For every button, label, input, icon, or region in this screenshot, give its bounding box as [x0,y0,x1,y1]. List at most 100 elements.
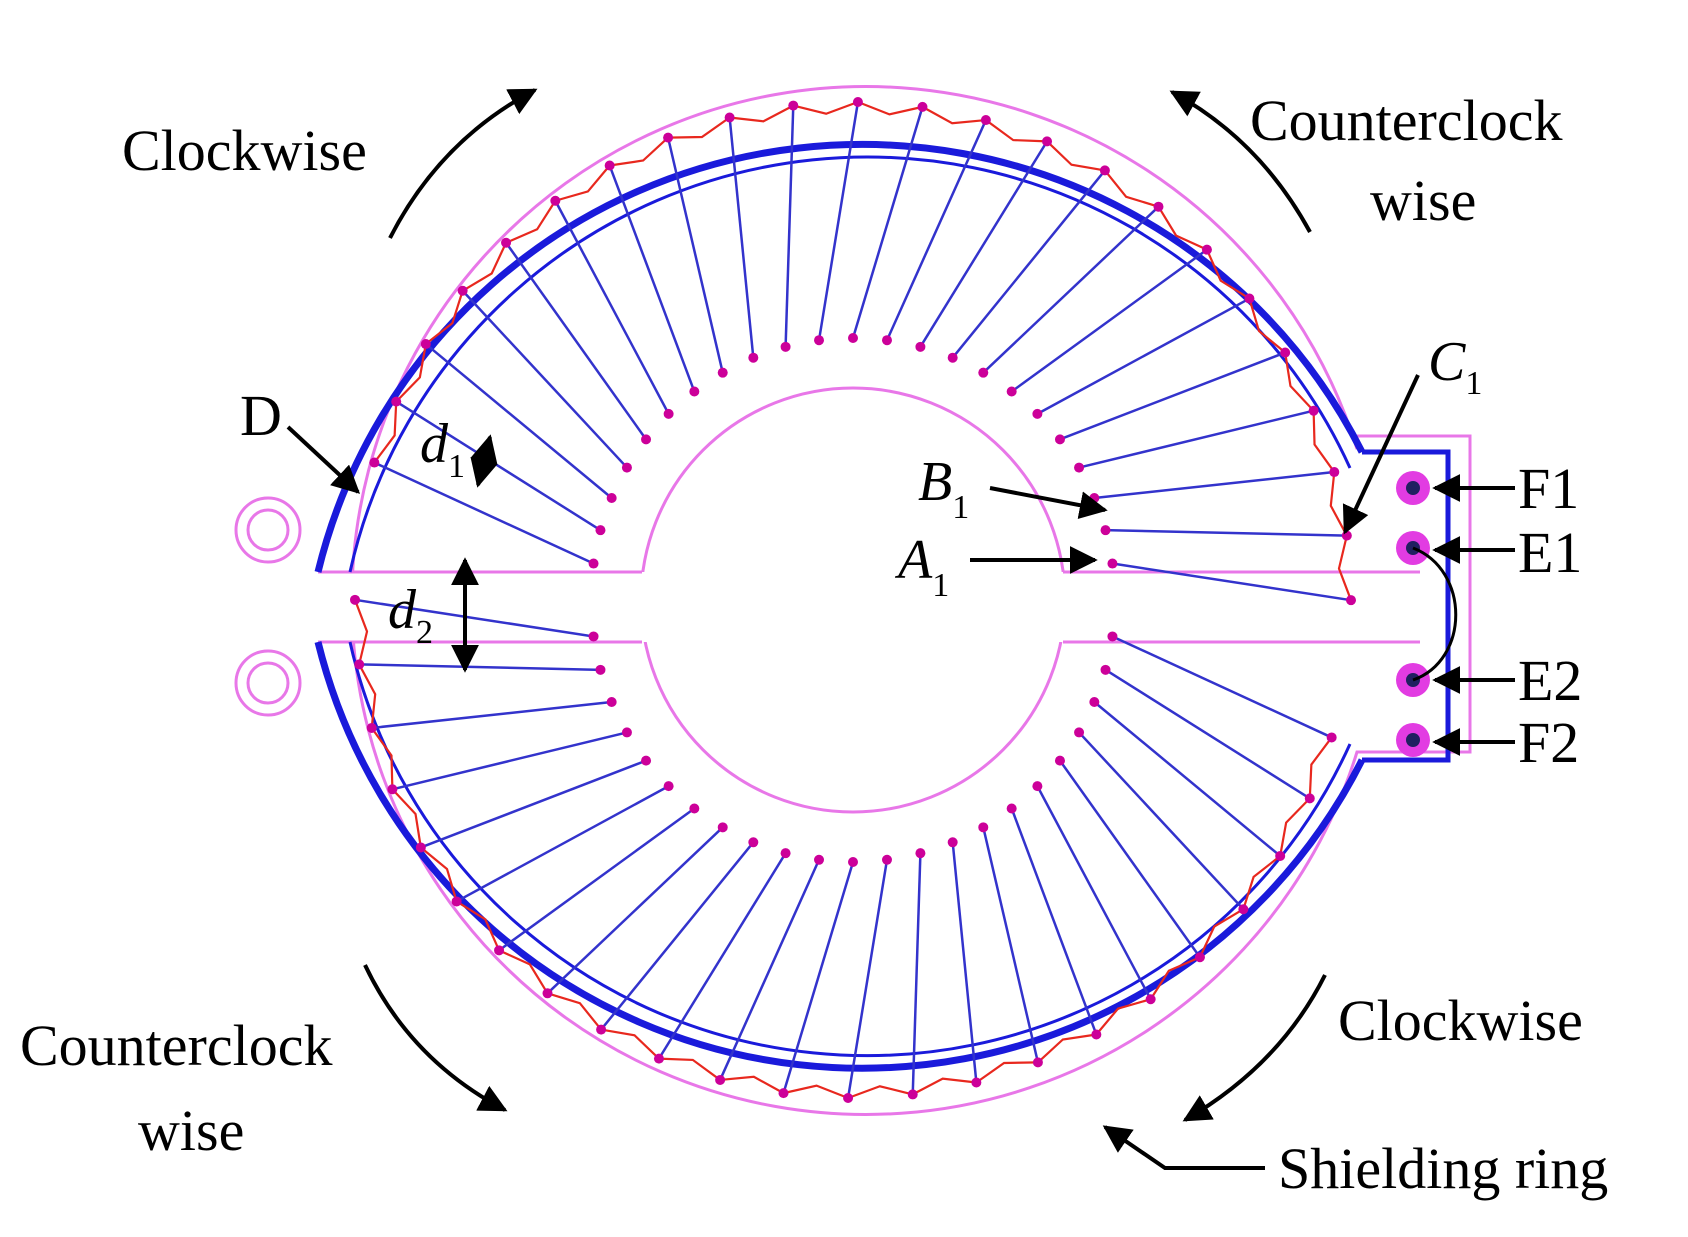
top-inner-via-5 [641,434,652,445]
top-outer-via-1 [369,457,380,468]
pointer-arrows [286,374,1515,1170]
bottom-outer-via-14 [907,1089,918,1100]
bottom-inner-via-7 [689,803,700,814]
top-inner-via-10 [780,341,791,352]
shielding-ring-top-inner [348,155,1352,573]
bottom-inner-via-21 [1089,696,1100,707]
top-outer-via-17 [1201,244,1212,255]
top-return-7 [609,136,669,167]
bottom-inner-via-18 [1032,781,1043,792]
top-return-16 [1157,206,1208,251]
bottom-trace-11 [718,859,821,1081]
coil-bottom-half [350,594,1337,1103]
bottom-return-10 [658,1057,721,1081]
arrow-counterclockwise-bottom [363,964,508,1112]
bottom-trace-12 [782,861,855,1094]
top-inner-via-1 [588,558,599,569]
bottom-inner-via-14 [915,848,926,859]
bottom-inner-via-23 [1107,631,1118,642]
bottom-outer-via-17 [1091,1029,1102,1040]
top-inner-via-3 [606,493,617,504]
bottom-outer-via-2 [354,659,365,670]
bottom-return-9 [600,1028,660,1060]
top-trace-16 [982,205,1160,374]
top-outer-via-23 [1346,595,1356,606]
bottom-return-4 [391,788,422,848]
bottom-outer-via-16 [1032,1057,1043,1068]
top-trace-20 [1078,409,1314,469]
bottom-return-19 [1198,908,1244,958]
mount-hole-bottom-inner [246,661,290,705]
label-counterclockwise-top-2: wise [1370,168,1476,233]
bottom-return-5 [420,846,458,902]
top-trace-23 [1112,562,1352,602]
bottom-inner-via-10 [780,848,791,859]
label-d1: d1 [420,413,465,485]
bottom-inner-via-13 [881,854,892,865]
mount-hole-bottom [234,649,302,717]
top-return-3 [425,290,464,345]
top-outer-via-14 [1042,136,1053,147]
bottom-outer-via-21 [1275,850,1286,861]
bottom-outer-via-7 [494,945,505,956]
top-trace-3 [425,343,613,499]
bottom-inner-via-5 [641,755,652,766]
pointer-b1 [989,486,1108,520]
bottom-trace-23 [1111,635,1333,739]
top-trace-17 [1010,248,1208,393]
top-inner-via-18 [1032,408,1043,419]
bottom-inner-via-4 [621,727,632,738]
bottom-inner-via-6 [663,781,674,792]
pad-f1-core [1406,481,1420,495]
label-a1: A1 [894,529,949,604]
top-trace-7 [608,165,696,392]
top-return-22 [1337,535,1353,601]
top-return-14 [1046,140,1106,172]
top-return-15 [1104,169,1159,208]
top-outer-via-20 [1308,405,1319,416]
bottom-trace-20 [1078,731,1245,911]
top-outer-via-18 [1244,293,1255,304]
mount-hole-top [234,496,302,564]
bottom-return-13 [847,1085,913,1100]
shielding-ring-bottom [314,641,1366,1072]
pointer-c1 [1342,374,1420,535]
bottom-trace-3 [371,700,612,730]
label-e1: E1 [1518,520,1582,585]
pad-enclosure [1362,449,1451,763]
bottom-trace-14 [911,853,922,1095]
label-clockwise-top: Clockwise [122,118,367,183]
bottom-outer-via-19 [1194,952,1205,963]
top-inner-via-9 [748,352,759,363]
bottom-trace-13 [846,859,889,1099]
bottom-return-3 [370,727,394,790]
top-outer-via-13 [980,115,991,126]
top-outer-via-5 [501,237,512,248]
label-counterclockwise-bottom-1: Counterclock [20,1013,332,1078]
top-trace-22 [1105,528,1347,537]
top-inner-via-20 [1074,462,1085,473]
e1-e2-jumper [1412,546,1458,682]
bottom-return-22 [1308,736,1333,799]
bottom-trace-15 [951,842,978,1083]
bottom-trace-6 [456,785,670,903]
top-trace-2 [395,400,602,532]
bottom-trace-9 [600,841,755,1031]
top-outer-via-15 [1099,165,1110,176]
top-inner-via-14 [915,341,926,352]
top-inner-via-23 [1107,558,1118,569]
top-return-10 [793,100,859,115]
top-outer-via-7 [604,160,615,171]
top-inner-via-12 [848,333,858,343]
bottom-outer-via-22 [1304,793,1315,804]
shielding-ring-bottom-inner [348,641,1352,1058]
top-outer-via-8 [663,132,674,143]
top-trace-13 [885,119,988,341]
bottom-inner-via-9 [748,837,759,848]
top-trace-15 [951,169,1106,359]
label-f1: F1 [1518,456,1579,521]
mount-hole-top-inner [246,508,290,552]
bottom-return-16 [1037,1033,1097,1064]
bottom-outer-via-4 [387,784,398,795]
bottom-trace-22 [1104,668,1311,800]
